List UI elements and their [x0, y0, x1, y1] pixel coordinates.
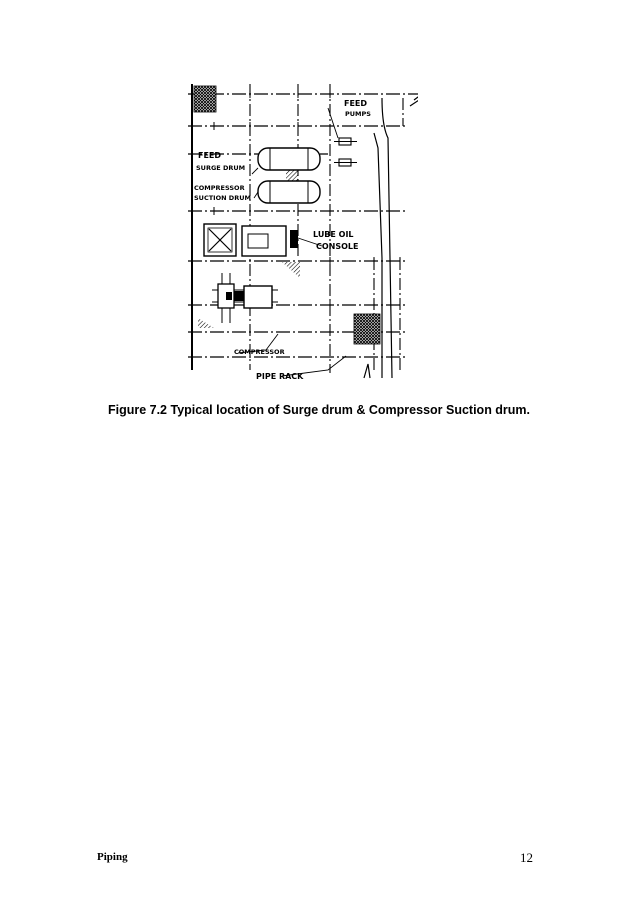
- page-number: 12: [520, 850, 533, 865]
- plot-plan-figure: FEED PUMPS FEED SURGE DRUM COMPRESSOR SU…: [178, 78, 418, 390]
- plot-plan-drawing: FEED PUMPS FEED SURGE DRUM COMPRESSOR SU…: [188, 84, 418, 381]
- label-feed-surge-2: SURGE DRUM: [196, 164, 245, 172]
- hatched-area-top: [193, 85, 217, 113]
- feed-surge-drum: [257, 147, 321, 171]
- break-symbol: [409, 96, 418, 107]
- label-pipe-rack: PIPE RACK: [256, 372, 304, 381]
- label-feed-pumps-2: PUMPS: [345, 110, 371, 118]
- label-feed-pumps-1: FEED: [344, 99, 367, 108]
- lube-oil-console-block: [203, 223, 300, 278]
- pipe-rack-lines: [363, 97, 393, 379]
- compressor-unit: [198, 273, 278, 328]
- leader-lines: [237, 107, 347, 377]
- label-feed-surge-1: FEED: [198, 151, 221, 160]
- compressor-suction-drum: [257, 170, 321, 204]
- label-compressor: COMPRESSOR: [234, 348, 285, 356]
- label-comp-suction-1: COMPRESSOR: [194, 184, 245, 192]
- feed-pumps: [334, 137, 357, 167]
- footer-title: Piping: [97, 851, 128, 863]
- grid-lines-horizontal: [188, 93, 418, 358]
- label-lube-oil: LUBE OIL: [313, 230, 354, 239]
- hatched-area-bottom: [353, 313, 381, 345]
- figure-caption: Figure 7.2 Typical location of Surge dru…: [107, 403, 531, 417]
- label-comp-suction-2: SUCTION DRUM: [194, 194, 251, 202]
- label-console: CONSOLE: [316, 242, 359, 251]
